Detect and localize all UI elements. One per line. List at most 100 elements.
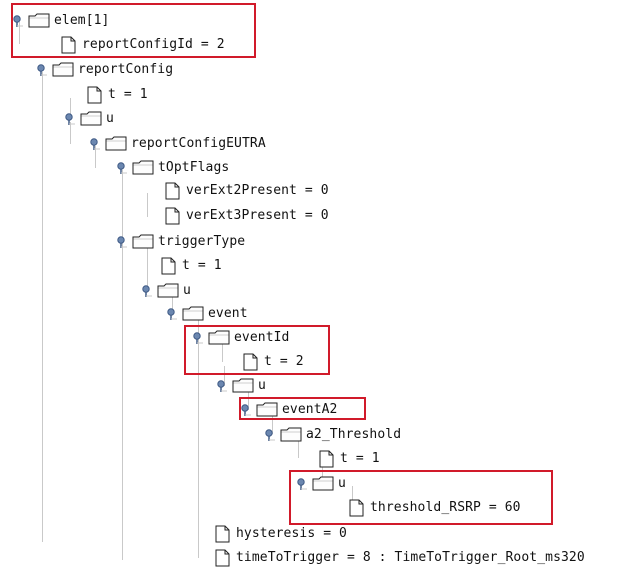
- folder-icon: [208, 329, 230, 345]
- tree-node-label: t = 1: [182, 257, 222, 273]
- tree-guide-line: [272, 414, 273, 434]
- folder-icon: [132, 233, 154, 249]
- expand-toggle-icon[interactable]: [262, 427, 276, 441]
- tree-folder-node[interactable]: a2_Threshold: [262, 422, 401, 446]
- tree-node-label: u: [106, 110, 114, 126]
- expand-toggle-icon[interactable]: [114, 234, 128, 248]
- expand-toggle-icon[interactable]: [62, 111, 76, 125]
- tree-node-label: tOptFlags: [158, 159, 230, 175]
- tree-node-label: t = 2: [264, 353, 304, 369]
- tree-node-label: elem[1]: [54, 12, 110, 28]
- tree-node-label: t = 1: [340, 450, 380, 466]
- expand-toggle-icon[interactable]: [34, 62, 48, 76]
- tree-leaf-node[interactable]: reportConfigId = 2: [60, 32, 225, 56]
- tree-folder-node[interactable]: event: [164, 301, 248, 325]
- tree-guide-line: [224, 366, 225, 386]
- tree-folder-node[interactable]: tOptFlags: [114, 155, 229, 179]
- folder-icon: [312, 475, 334, 491]
- tree-node-label: reportConfigEUTRA: [131, 135, 266, 151]
- tree-folder-node[interactable]: reportConfig: [34, 57, 173, 81]
- tree-leaf-node[interactable]: t = 1: [318, 446, 380, 470]
- file-icon: [242, 353, 260, 371]
- tree-folder-node[interactable]: elem[1]: [10, 8, 110, 32]
- expand-toggle-icon[interactable]: [114, 160, 128, 174]
- file-icon: [214, 549, 232, 567]
- tree-folder-node[interactable]: u: [62, 106, 114, 130]
- file-icon: [318, 450, 336, 468]
- tree-leaf-node[interactable]: threshold_RSRP = 60: [348, 495, 521, 519]
- tree-folder-node[interactable]: triggerType: [114, 229, 245, 253]
- expand-toggle-icon[interactable]: [238, 402, 252, 416]
- expand-toggle-icon[interactable]: [214, 378, 228, 392]
- tree-node-label: u: [338, 475, 346, 491]
- expand-toggle-icon[interactable]: [190, 330, 204, 344]
- expand-toggle-icon[interactable]: [87, 136, 101, 150]
- tree-leaf-node[interactable]: t = 2: [242, 349, 304, 373]
- tree-folder-node[interactable]: eventId: [190, 325, 290, 349]
- expand-toggle-icon[interactable]: [10, 13, 24, 27]
- tree-node-label: eventId: [234, 329, 290, 345]
- expand-toggle-icon[interactable]: [294, 476, 308, 490]
- tree-guide-line: [298, 438, 299, 458]
- tree-guide-line: [70, 122, 71, 144]
- file-icon: [164, 182, 182, 200]
- file-icon: [214, 525, 232, 543]
- tree-folder-node[interactable]: eventA2: [238, 397, 338, 421]
- tree-node-label: event: [208, 305, 248, 321]
- tree-folder-node[interactable]: u: [294, 471, 346, 495]
- tree-guide-line: [19, 22, 20, 44]
- file-icon: [348, 499, 366, 517]
- tree-guide-line: [147, 193, 148, 217]
- folder-icon: [80, 110, 102, 126]
- folder-icon: [280, 426, 302, 442]
- folder-icon: [232, 377, 254, 393]
- tree-guide-line: [147, 246, 148, 290]
- tree-node-label: hysteresis = 0: [236, 525, 347, 541]
- file-icon: [164, 207, 182, 225]
- tree-leaf-node[interactable]: verExt3Present = 0: [164, 203, 329, 227]
- tree-node-label: verExt2Present = 0: [186, 182, 329, 198]
- folder-icon: [105, 135, 127, 151]
- tree-node-label: timeToTrigger = 8 : TimeToTrigger_Root_m…: [236, 549, 585, 565]
- expand-toggle-icon[interactable]: [164, 306, 178, 320]
- tree-leaf-node[interactable]: verExt2Present = 0: [164, 178, 329, 202]
- folder-icon: [132, 159, 154, 175]
- tree-guide-line: [95, 146, 96, 168]
- tree-node-label: reportConfigId = 2: [82, 36, 225, 52]
- tree-folder-node[interactable]: reportConfigEUTRA: [87, 131, 266, 155]
- tree-node-label: reportConfig: [78, 61, 174, 77]
- tree-guide-line: [172, 294, 173, 314]
- tree-leaf-node[interactable]: hysteresis = 0: [214, 521, 347, 545]
- expand-toggle-icon[interactable]: [139, 283, 153, 297]
- file-icon: [60, 36, 78, 54]
- tree-node-label: eventA2: [282, 401, 338, 417]
- tree-node-label: triggerType: [158, 233, 246, 249]
- tree-guide-line: [42, 72, 43, 542]
- tree-guide-line: [198, 318, 199, 558]
- file-icon: [160, 257, 178, 275]
- tree-node-label: a2_Threshold: [306, 426, 402, 442]
- tree-folder-node[interactable]: u: [214, 373, 266, 397]
- tree-leaf-node[interactable]: t = 1: [86, 82, 148, 106]
- tree-folder-node[interactable]: u: [139, 278, 191, 302]
- tree-node-label: u: [183, 282, 191, 298]
- folder-icon: [182, 305, 204, 321]
- tree-node-label: threshold_RSRP = 60: [370, 499, 521, 515]
- folder-icon: [28, 12, 50, 28]
- file-icon: [86, 86, 104, 104]
- folder-icon: [256, 401, 278, 417]
- folder-icon: [52, 61, 74, 77]
- folder-icon: [157, 282, 179, 298]
- tree-guide-line: [352, 486, 353, 508]
- tree-node-label: t = 1: [108, 86, 148, 102]
- tree-leaf-node[interactable]: timeToTrigger = 8 : TimeToTrigger_Root_m…: [214, 545, 585, 569]
- tree-leaf-node[interactable]: t = 1: [160, 253, 222, 277]
- tree-guide-line: [248, 390, 249, 410]
- tree-guide-line: [322, 460, 323, 484]
- tree-guide-line: [122, 170, 123, 560]
- tree-node-label: u: [258, 377, 266, 393]
- tree-guide-line: [70, 98, 71, 120]
- tree-guide-line: [222, 342, 223, 362]
- tree-node-label: verExt3Present = 0: [186, 207, 329, 223]
